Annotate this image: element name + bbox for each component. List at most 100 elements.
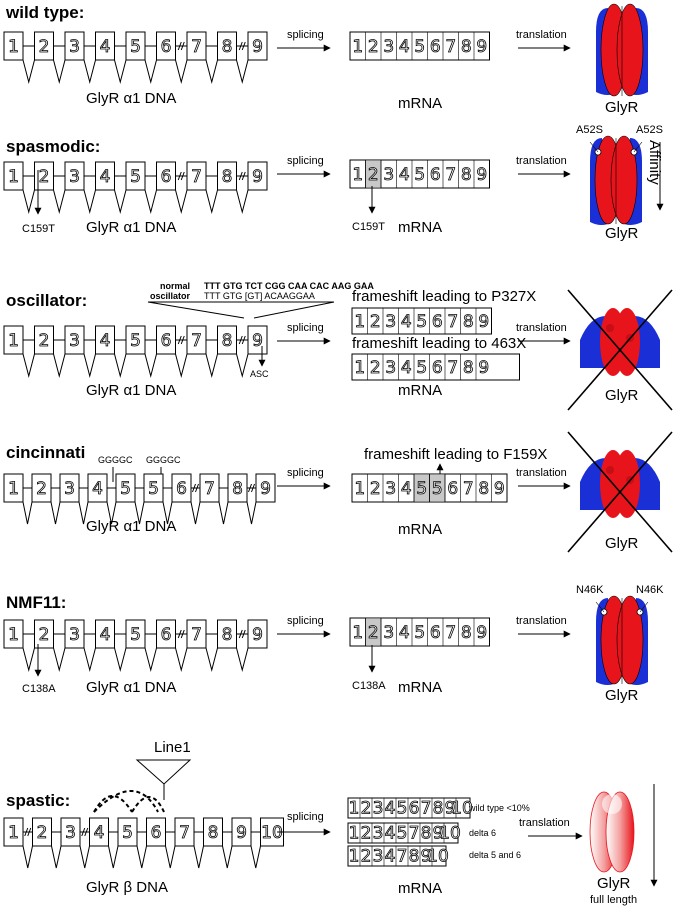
dup-label-b: GGGGC xyxy=(146,455,181,465)
intron xyxy=(162,501,173,525)
protein-sub-label: full length xyxy=(590,894,637,906)
frameshift: frameshift leading to F159X xyxy=(364,446,547,463)
mutation-label: C138A xyxy=(22,683,56,695)
intron xyxy=(22,501,33,525)
intron xyxy=(83,59,96,84)
intron xyxy=(236,59,249,84)
intron xyxy=(22,353,35,378)
mrna-exon-number: 6 xyxy=(432,358,443,378)
mrna-exon-number: 6 xyxy=(447,479,458,499)
exon-number: 5 xyxy=(130,37,141,57)
mrna-exon-number: 9 xyxy=(476,165,487,185)
mrna-exon-number: 9 xyxy=(478,358,489,378)
row-title: NMF11: xyxy=(6,593,66,612)
protein-label: GlyR xyxy=(605,225,639,242)
intron xyxy=(193,845,204,869)
exon-number: 8 xyxy=(222,167,233,187)
exon-box xyxy=(125,31,146,61)
intron xyxy=(144,353,157,378)
seq-oscillator-label: oscillator xyxy=(150,291,191,301)
exon-box xyxy=(34,161,54,191)
affinity-label: Affinity xyxy=(646,140,663,185)
exon-box xyxy=(186,619,207,649)
mrna-outline xyxy=(347,822,459,844)
exon-box xyxy=(227,473,248,503)
break-mark xyxy=(241,171,246,181)
exon-box xyxy=(247,161,268,191)
exon-box xyxy=(3,619,24,649)
break-mark xyxy=(180,171,185,181)
mrna-exon-number: 3 xyxy=(385,358,396,378)
break-mark xyxy=(81,827,86,837)
intron xyxy=(78,501,89,525)
mrna-exon-number: 3 xyxy=(385,479,396,499)
intron xyxy=(205,353,218,378)
exon-box xyxy=(95,31,115,61)
splice-arc xyxy=(93,790,159,813)
mrna-exon-number: 8 xyxy=(409,846,420,866)
mrna-exon-number: 1 xyxy=(349,798,360,818)
break-mark xyxy=(248,483,252,493)
mrna-mutation-label: C138A xyxy=(352,680,386,692)
exon-number: 4 xyxy=(92,479,103,499)
exon-box xyxy=(95,325,115,355)
mrna-exon-number: 5 xyxy=(397,823,408,843)
mrna-exon-number: 10 xyxy=(427,846,449,866)
mrna-exon-number: 9 xyxy=(476,623,487,643)
exon-box xyxy=(143,473,164,503)
exon-box xyxy=(174,817,195,847)
glyr-channel xyxy=(595,595,649,685)
exon-box xyxy=(64,31,85,61)
insertion-triangle xyxy=(135,759,192,785)
protein-label: GlyR xyxy=(605,99,639,116)
break-mark xyxy=(251,483,255,493)
mrna-exon-number: 9 xyxy=(433,823,444,843)
exon-box xyxy=(247,31,268,61)
mrna-exon-number: 2 xyxy=(368,623,379,643)
splicing-label: splicing xyxy=(287,322,324,334)
intron xyxy=(22,647,35,672)
exon-box xyxy=(34,619,54,649)
mrna-exon-number: 1 xyxy=(352,37,363,57)
exon-number: 10 xyxy=(261,823,283,843)
exon-box xyxy=(64,161,85,191)
asc-label: ASC xyxy=(250,369,269,379)
intron xyxy=(53,647,66,672)
intron xyxy=(136,845,147,869)
dna-label: GlyR β DNA xyxy=(86,879,168,896)
intron xyxy=(83,189,96,214)
mrna-label: mRNA xyxy=(398,679,442,696)
mrna-exon-number: 6 xyxy=(432,312,443,332)
splicing-label: splicing xyxy=(287,811,324,823)
intron xyxy=(22,189,35,214)
intron xyxy=(106,501,117,525)
exon-box xyxy=(199,473,220,503)
mrna-exon-number: 8 xyxy=(461,37,472,57)
intron xyxy=(236,647,249,672)
exon-box xyxy=(95,161,115,191)
exon-number: 2 xyxy=(36,479,47,499)
translation-label: translation xyxy=(516,615,567,627)
intron xyxy=(250,845,261,869)
variant-label: wild type <10% xyxy=(468,803,530,813)
exon-number: 6 xyxy=(161,167,172,187)
dna-label: GlyR α1 DNA xyxy=(86,518,176,535)
exon-box xyxy=(87,473,108,503)
splicing-label: splicing xyxy=(287,467,324,479)
exon-box xyxy=(231,817,252,847)
mrna-exon-number: 5 xyxy=(416,479,427,499)
mrna-exon-number: 2 xyxy=(368,37,379,57)
translation-label: translation xyxy=(519,817,570,829)
mrna-exon-number: 5 xyxy=(432,479,443,499)
exon-box xyxy=(217,619,237,649)
